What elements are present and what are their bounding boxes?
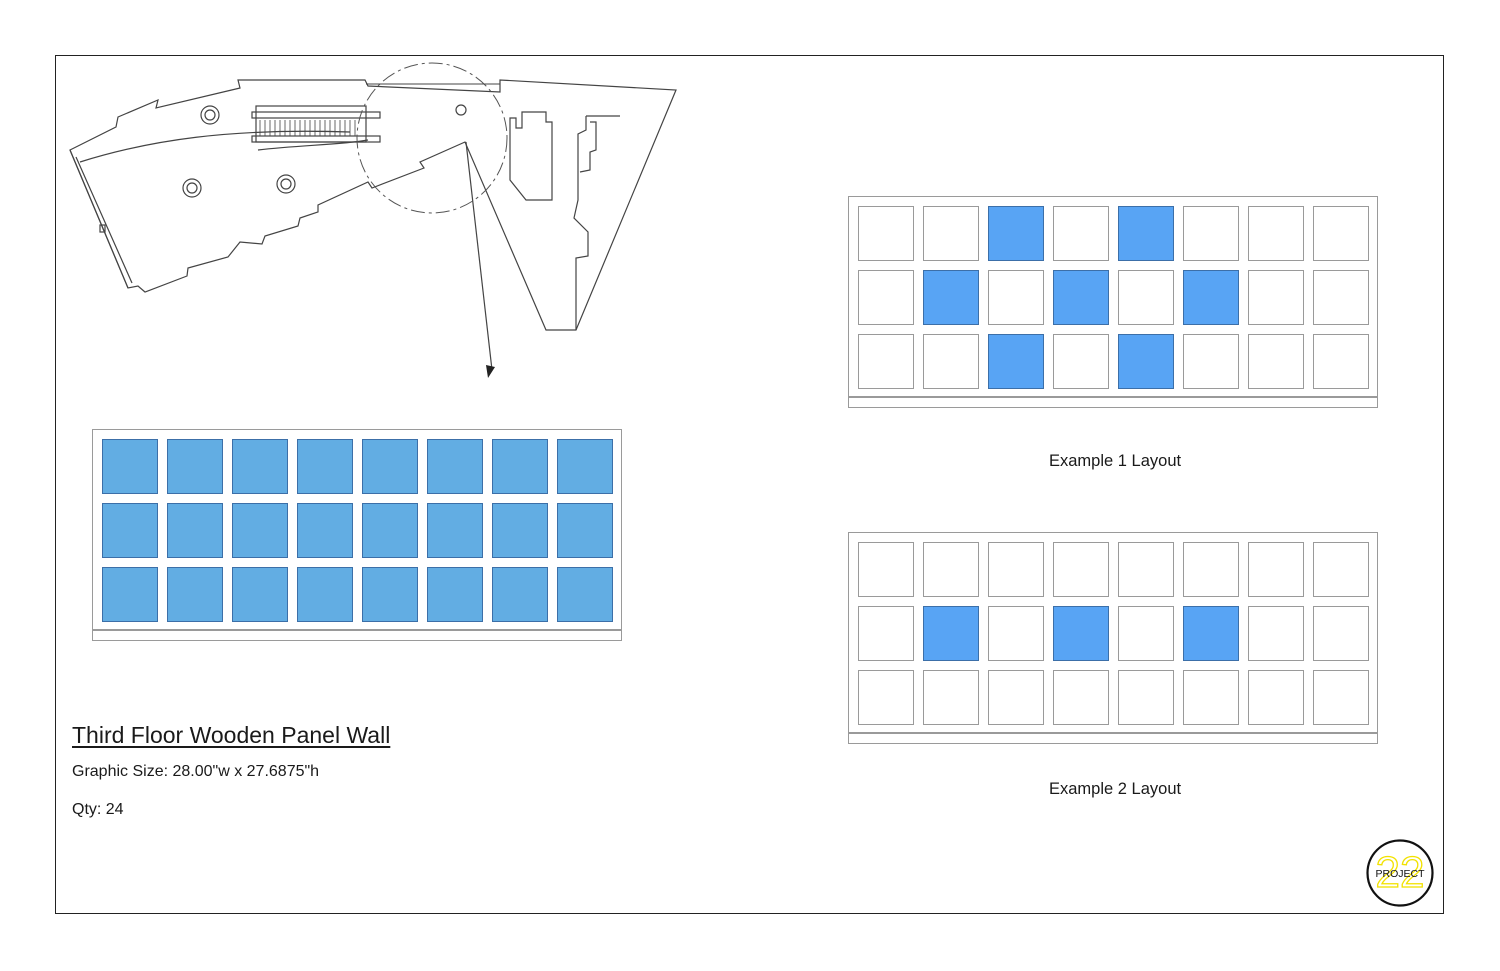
wall-base-strip: [848, 733, 1378, 744]
panel-empty: [1118, 670, 1174, 725]
main-panel-wall: [92, 429, 622, 641]
panel-empty: [1183, 670, 1239, 725]
panel-empty: [988, 542, 1044, 597]
panel-empty: [923, 206, 979, 261]
panel-empty: [923, 670, 979, 725]
panel-filled: [1053, 606, 1109, 661]
panel-empty: [1248, 606, 1304, 661]
panel-filled: [297, 439, 353, 494]
panel-empty: [988, 670, 1044, 725]
panel-empty: [858, 270, 914, 325]
panel-empty: [858, 542, 914, 597]
panel-filled: [167, 503, 223, 558]
panel-empty: [1053, 670, 1109, 725]
panel-empty: [1248, 542, 1304, 597]
panel-filled: [362, 567, 418, 622]
example-1-panel-wall: [848, 196, 1378, 408]
panel-empty: [1313, 542, 1369, 597]
panel-empty: [1313, 206, 1369, 261]
panel-empty: [1118, 542, 1174, 597]
example-1-caption: Example 1 Layout: [1049, 452, 1182, 470]
panel-filled: [362, 503, 418, 558]
panel-empty: [1313, 270, 1369, 325]
panel-empty: [1248, 206, 1304, 261]
panel-filled: [557, 567, 613, 622]
panel-empty: [1313, 334, 1369, 389]
panel-filled: [1183, 606, 1239, 661]
panel-filled: [1183, 270, 1239, 325]
panel-filled: [988, 334, 1044, 389]
panel-filled: [492, 439, 548, 494]
quantity-text: Qty: 24: [72, 801, 124, 818]
panel-filled: [232, 567, 288, 622]
panel-filled: [232, 439, 288, 494]
panel-empty: [858, 670, 914, 725]
panel-filled: [102, 503, 158, 558]
panel-empty: [923, 542, 979, 597]
panel-empty: [1118, 606, 1174, 661]
panel-filled: [1118, 206, 1174, 261]
panel-filled: [362, 439, 418, 494]
panel-empty: [1313, 606, 1369, 661]
panel-empty: [1248, 270, 1304, 325]
wall-base-strip: [92, 630, 622, 641]
wall-base-strip: [848, 397, 1378, 408]
panel-filled: [297, 567, 353, 622]
panel-empty: [1183, 542, 1239, 597]
panel-empty: [988, 270, 1044, 325]
panel-filled: [557, 439, 613, 494]
panel-filled: [923, 270, 979, 325]
panel-empty: [1053, 542, 1109, 597]
panel-filled: [167, 567, 223, 622]
panel-filled: [492, 503, 548, 558]
panel-filled: [232, 503, 288, 558]
floor-plan-drawing: [69, 62, 677, 378]
panel-empty: [858, 334, 914, 389]
panel-empty: [1053, 206, 1109, 261]
panel-filled: [427, 503, 483, 558]
panel-empty: [923, 334, 979, 389]
panel-filled: [427, 567, 483, 622]
sheet-title: Third Floor Wooden Panel Wall: [72, 722, 391, 748]
graphic-size-text: Graphic Size: 28.00"w x 27.6875"h: [72, 763, 320, 780]
panel-filled: [102, 567, 158, 622]
logo-text: PROJECT: [1375, 868, 1425, 880]
panel-filled: [988, 206, 1044, 261]
panel-empty: [1183, 206, 1239, 261]
example-2-caption: Example 2 Layout: [1049, 780, 1182, 798]
example-2-panel-wall: [848, 532, 1378, 744]
panel-filled: [297, 503, 353, 558]
panel-empty: [1183, 334, 1239, 389]
panel-empty: [858, 206, 914, 261]
panel-filled: [102, 439, 158, 494]
drawing-sheet-border: [55, 55, 1444, 914]
panel-empty: [1248, 334, 1304, 389]
panel-filled: [923, 606, 979, 661]
panel-empty: [1248, 670, 1304, 725]
panel-empty: [1313, 670, 1369, 725]
panel-filled: [427, 439, 483, 494]
panel-empty: [988, 606, 1044, 661]
panel-empty: [1118, 270, 1174, 325]
panel-filled: [1118, 334, 1174, 389]
panel-filled: [1053, 270, 1109, 325]
panel-filled: [557, 503, 613, 558]
panel-empty: [858, 606, 914, 661]
panel-filled: [492, 567, 548, 622]
project-22-logo: 22 PROJECT: [1366, 839, 1434, 907]
logo-number: 22: [1376, 848, 1425, 897]
panel-empty: [1053, 334, 1109, 389]
panel-filled: [167, 439, 223, 494]
